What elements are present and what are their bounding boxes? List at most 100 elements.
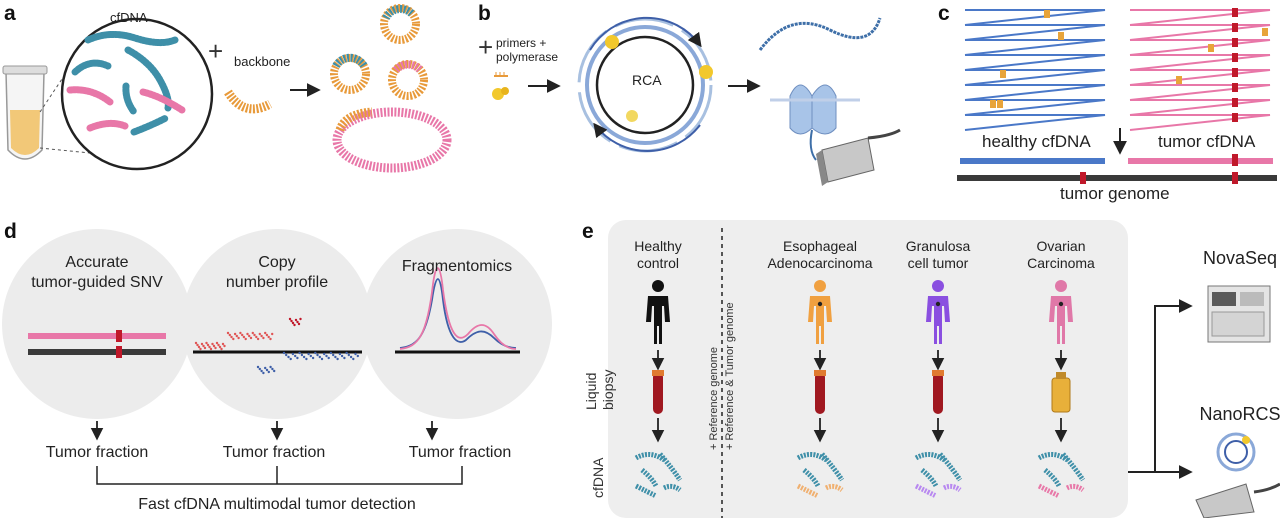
backbone-icon xyxy=(224,89,273,114)
circularized-dna-icons xyxy=(330,4,452,173)
group-healthy-line1: Healthy xyxy=(634,238,682,254)
tumor-read xyxy=(1129,9,1271,26)
panel-e-graphics xyxy=(608,220,1280,518)
cn-point xyxy=(345,351,348,355)
cfdna-fragment xyxy=(802,468,821,488)
group-granulosa-line2: cell tumor xyxy=(907,255,969,271)
cn-point xyxy=(233,332,237,336)
cfdna-fragment xyxy=(1061,452,1086,482)
cn-point xyxy=(215,341,219,345)
platform-nanorcs-label: NanoRCS xyxy=(1199,404,1280,424)
tumor-snv-mark xyxy=(1232,53,1238,62)
cn-point xyxy=(217,343,220,347)
group-healthy-line2: control xyxy=(636,255,680,271)
cn-point xyxy=(203,346,207,350)
cn-point xyxy=(347,353,350,357)
panel-label-a: a xyxy=(4,2,16,25)
cfdna-circle-title: cfDNA xyxy=(110,10,148,25)
cn-point xyxy=(256,337,260,341)
multimodal-footer: Fast cfDNA multimodal tumor detection xyxy=(138,496,416,513)
tumor-variant-mark xyxy=(1208,44,1214,52)
cn-point xyxy=(194,341,198,345)
cn-point xyxy=(262,371,265,375)
cn-point xyxy=(246,332,249,336)
cn-point xyxy=(255,335,258,339)
fragmentomics-circle xyxy=(362,229,552,419)
tumor-fragment-curve xyxy=(399,267,517,350)
cn-point xyxy=(223,344,226,348)
cn-point xyxy=(260,369,263,373)
cn-point xyxy=(237,336,240,340)
polymerase-label: polymerase xyxy=(496,50,559,64)
healthy-variant-mark xyxy=(1044,10,1050,18)
rca-diagram xyxy=(577,16,713,153)
cn-point xyxy=(356,354,359,358)
cn-point xyxy=(208,345,211,349)
cn-point xyxy=(294,318,298,322)
cn-point xyxy=(289,357,292,361)
divider-label-reference: + Reference genome xyxy=(708,346,720,450)
tumor-cfdna-label: tumor cfDNA xyxy=(1158,132,1256,151)
person-body xyxy=(646,296,670,344)
panel-b-graphics: + xyxy=(478,16,901,186)
tumor-read xyxy=(1129,84,1271,101)
person-body xyxy=(926,296,950,344)
cn-point xyxy=(311,356,315,360)
healthy-read xyxy=(964,9,1106,26)
cn-title-line2: number profile xyxy=(225,274,329,291)
ascites-bottle-icon xyxy=(1051,377,1071,413)
cn-point xyxy=(214,346,217,350)
cn-point xyxy=(299,317,302,321)
cn-point xyxy=(218,345,222,349)
healthy-read xyxy=(964,99,1106,116)
panel-label-e: e xyxy=(582,220,594,243)
group-esophageal-line2: Adenocarcinoma xyxy=(767,255,873,271)
tumor-read xyxy=(1129,39,1271,56)
cn-point xyxy=(202,344,205,348)
cn-point xyxy=(329,351,333,355)
cn-point xyxy=(244,337,247,341)
snv-title-line1: Accurate xyxy=(65,254,129,271)
cn-point xyxy=(297,322,301,326)
cn-output-label: Tumor fraction xyxy=(222,444,326,461)
cn-point xyxy=(271,332,274,336)
tumor-genome-label: tumor genome xyxy=(1060,184,1170,203)
cn-point xyxy=(298,351,301,355)
cn-point xyxy=(265,368,269,372)
cfdna-fragment xyxy=(662,483,682,493)
tumor-snv-mark xyxy=(1232,8,1238,17)
cn-point xyxy=(200,342,204,346)
sample-tube-icon xyxy=(2,65,48,160)
tumor-consensus-bar xyxy=(1128,158,1273,164)
cn-point xyxy=(206,343,210,347)
cn-point xyxy=(253,333,256,337)
cn-point xyxy=(287,355,290,359)
cn-point xyxy=(316,353,319,357)
cn-point xyxy=(296,320,299,324)
cn-point xyxy=(249,336,253,340)
healthy-read xyxy=(964,84,1106,101)
cn-point xyxy=(232,337,235,341)
svg-text:+: + xyxy=(478,32,493,62)
cfdna-fragment xyxy=(1037,483,1061,499)
cn-point xyxy=(340,354,344,358)
platform-novaseq-label: NovaSeq xyxy=(1202,248,1278,268)
cn-point xyxy=(288,317,292,321)
cn-point xyxy=(349,355,353,359)
cn-point xyxy=(258,332,261,336)
cn-point xyxy=(264,366,267,370)
tumor-read xyxy=(1129,99,1271,116)
cn-point xyxy=(211,342,214,346)
panel-c-graphics xyxy=(957,8,1277,184)
cohort-panel xyxy=(608,220,1128,518)
primers-label: primers + xyxy=(496,36,547,50)
copy-number-points xyxy=(194,317,359,375)
row-label-liquid: Liquid xyxy=(583,372,599,410)
cn-point xyxy=(196,343,199,347)
group-ovarian-line1: Ovarian xyxy=(1036,238,1086,254)
row-label-cfdna: cfDNA xyxy=(590,457,606,498)
cfdna-fragment xyxy=(938,452,963,482)
panel-label-d: d xyxy=(4,220,17,243)
cn-point xyxy=(273,369,276,373)
